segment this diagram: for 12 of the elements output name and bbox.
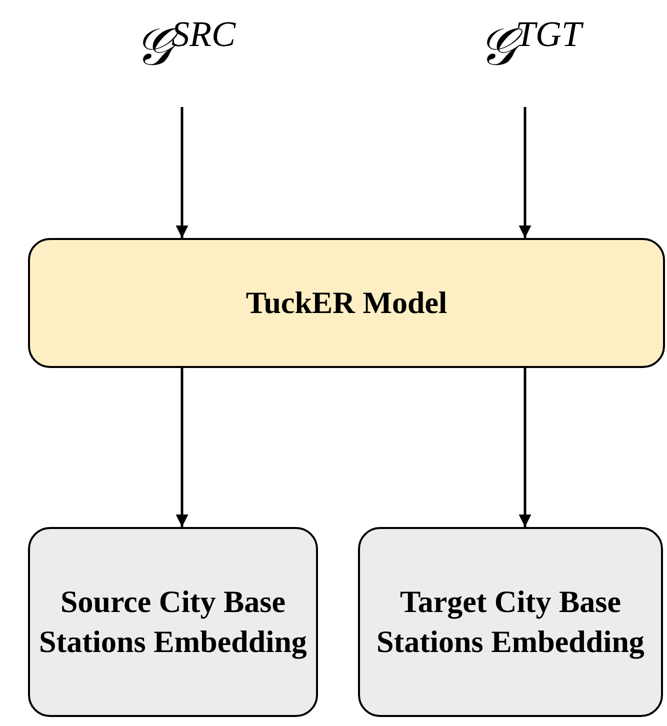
- arrow: [518, 107, 532, 238]
- graph-symbol: 𝒢$^{SRC}$: [134, 16, 236, 74]
- box-label: Source City Base Stations Embedding: [38, 583, 308, 661]
- embedding-box: [28, 527, 318, 717]
- embedding-box: [358, 527, 663, 717]
- box-label: Target City Base Stations Embedding: [376, 583, 646, 661]
- arrow: [176, 368, 188, 527]
- arrow: [518, 368, 532, 527]
- graph-symbol: 𝒢$^{TGT}$: [478, 16, 582, 74]
- box-label: TuckER Model: [246, 284, 448, 322]
- arrow: [176, 107, 188, 238]
- model-box: [28, 238, 665, 368]
